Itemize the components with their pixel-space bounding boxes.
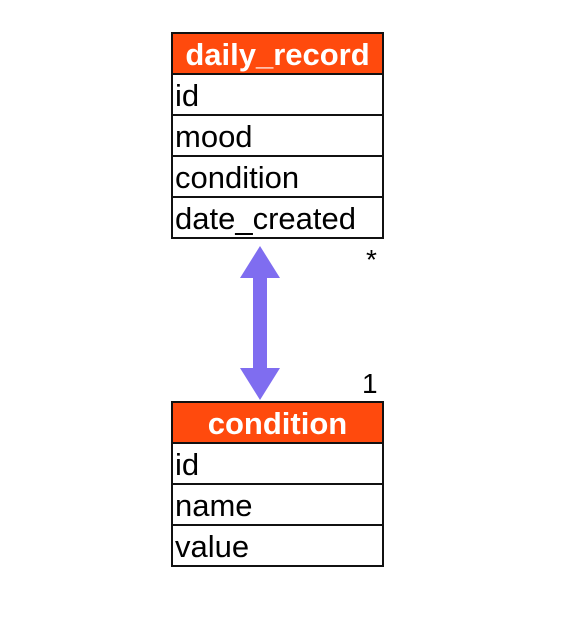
field-value: value — [175, 529, 250, 564]
double-arrow-icon — [240, 246, 280, 400]
field-name: name — [173, 485, 382, 526]
entity-daily-record: daily_record id mood condition date_crea… — [171, 32, 384, 239]
field-id: id — [173, 444, 382, 485]
field-condition: condition — [173, 157, 382, 198]
entity-title: condition — [173, 403, 382, 444]
entity-title: daily_record — [173, 34, 382, 75]
field-date-created: date_created — [175, 201, 356, 236]
entity-condition: condition id name value — [171, 401, 384, 567]
multiplicity-one: 1 — [362, 368, 378, 399]
relationship-arrow — [240, 246, 280, 400]
field-id: id — [173, 75, 382, 116]
multiplicity-many: * — [366, 244, 377, 275]
field-mood: mood — [173, 116, 382, 157]
